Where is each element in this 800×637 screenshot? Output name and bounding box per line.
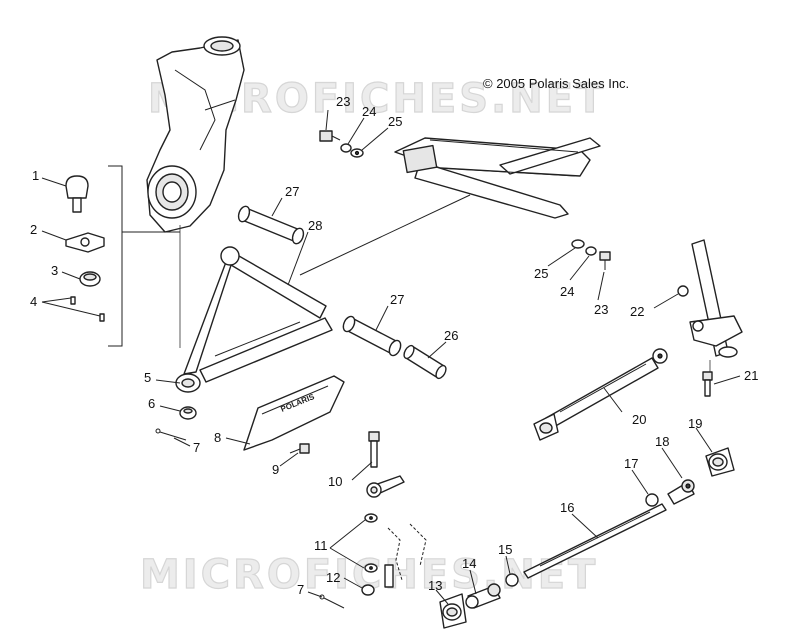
bolt-21 <box>702 371 713 397</box>
callout-17: 17 <box>624 456 638 471</box>
watermark-bottom: MICROFICHES.NET <box>140 552 598 598</box>
callout-6: 6 <box>148 396 155 411</box>
callout-25a: 25 <box>388 114 402 129</box>
ball-joint-group <box>65 165 180 347</box>
callout-24a: 24 <box>362 104 376 119</box>
frame-tube <box>394 137 601 219</box>
rivet-4a <box>70 296 76 305</box>
callout-1: 1 <box>32 168 39 183</box>
callout-23b: 23 <box>594 302 608 317</box>
washer-24-right <box>585 246 597 256</box>
callout-2: 2 <box>30 222 37 237</box>
callout-11: 11 <box>314 538 328 553</box>
callout-20: 20 <box>632 412 646 427</box>
nut-12 <box>361 584 375 596</box>
callout-25b: 25 <box>534 266 548 281</box>
rivet-4b <box>99 313 105 322</box>
washer-24-top <box>340 143 352 153</box>
callout-13: 13 <box>428 578 442 593</box>
cotter-pin-7a <box>155 428 187 441</box>
washer-11-upper <box>364 513 378 523</box>
steering-post <box>689 239 743 372</box>
callout-26: 26 <box>444 328 458 343</box>
washer-25-right <box>571 239 585 249</box>
bolt-washer-group-top <box>319 130 364 158</box>
callout-15: 15 <box>498 542 512 557</box>
ball-joint-1 <box>65 175 89 199</box>
callout-10: 10 <box>328 474 342 489</box>
leader-lines <box>41 109 741 605</box>
bushing-27-upper <box>237 205 305 245</box>
nut-17 <box>645 493 659 507</box>
callout-28: 28 <box>308 218 322 233</box>
callout-24b: 24 <box>560 284 574 299</box>
tie-rod-end-19 <box>705 447 735 477</box>
callout-14: 14 <box>462 556 476 571</box>
rod-end-18 <box>667 479 695 505</box>
callout-21: 21 <box>744 368 758 383</box>
bracket-outline <box>384 523 427 588</box>
callout-3: 3 <box>51 263 58 278</box>
callout-19: 19 <box>688 416 702 431</box>
callout-4: 4 <box>30 294 37 309</box>
bolt-23-top <box>319 130 333 142</box>
callout-5: 5 <box>144 370 151 385</box>
callout-18: 18 <box>655 434 669 449</box>
callout-7a: 7 <box>193 440 200 455</box>
callout-22: 22 <box>630 304 644 319</box>
tie-rod-20 <box>533 348 668 441</box>
bushing-26 <box>403 344 447 380</box>
bolt-9 <box>289 443 310 454</box>
callout-labels: 1 2 3 4 5 6 7 7 8 9 10 11 12 13 14 15 16… <box>30 94 758 597</box>
bolt-washer-group-right <box>571 239 611 270</box>
callout-27a: 27 <box>285 184 299 199</box>
washer-11-lower <box>364 563 378 573</box>
bolt-10 <box>368 431 380 468</box>
rod-end-lower <box>366 475 405 498</box>
copyright-text: © 2005 Polaris Sales Inc. <box>483 76 629 91</box>
bolt-23-right <box>599 251 611 261</box>
callout-9: 9 <box>272 462 279 477</box>
callout-16: 16 <box>560 500 574 515</box>
callout-27b: 27 <box>390 292 404 307</box>
rod-end-14 <box>465 583 501 609</box>
nut-22 <box>677 285 689 297</box>
callout-12: 12 <box>326 570 340 585</box>
steering-knuckle <box>146 36 245 348</box>
a-arm <box>175 194 471 393</box>
nut-15 <box>505 573 519 587</box>
nut-6 <box>179 406 197 420</box>
cotter-pin-7b <box>319 594 345 609</box>
callout-23a: 23 <box>336 94 350 109</box>
callout-8: 8 <box>214 430 221 445</box>
callout-7b: 7 <box>297 582 304 597</box>
bushing-27-lower <box>342 315 402 357</box>
tie-rod-16 <box>523 503 667 579</box>
skid-guard-8: POLARIS <box>243 375 345 451</box>
